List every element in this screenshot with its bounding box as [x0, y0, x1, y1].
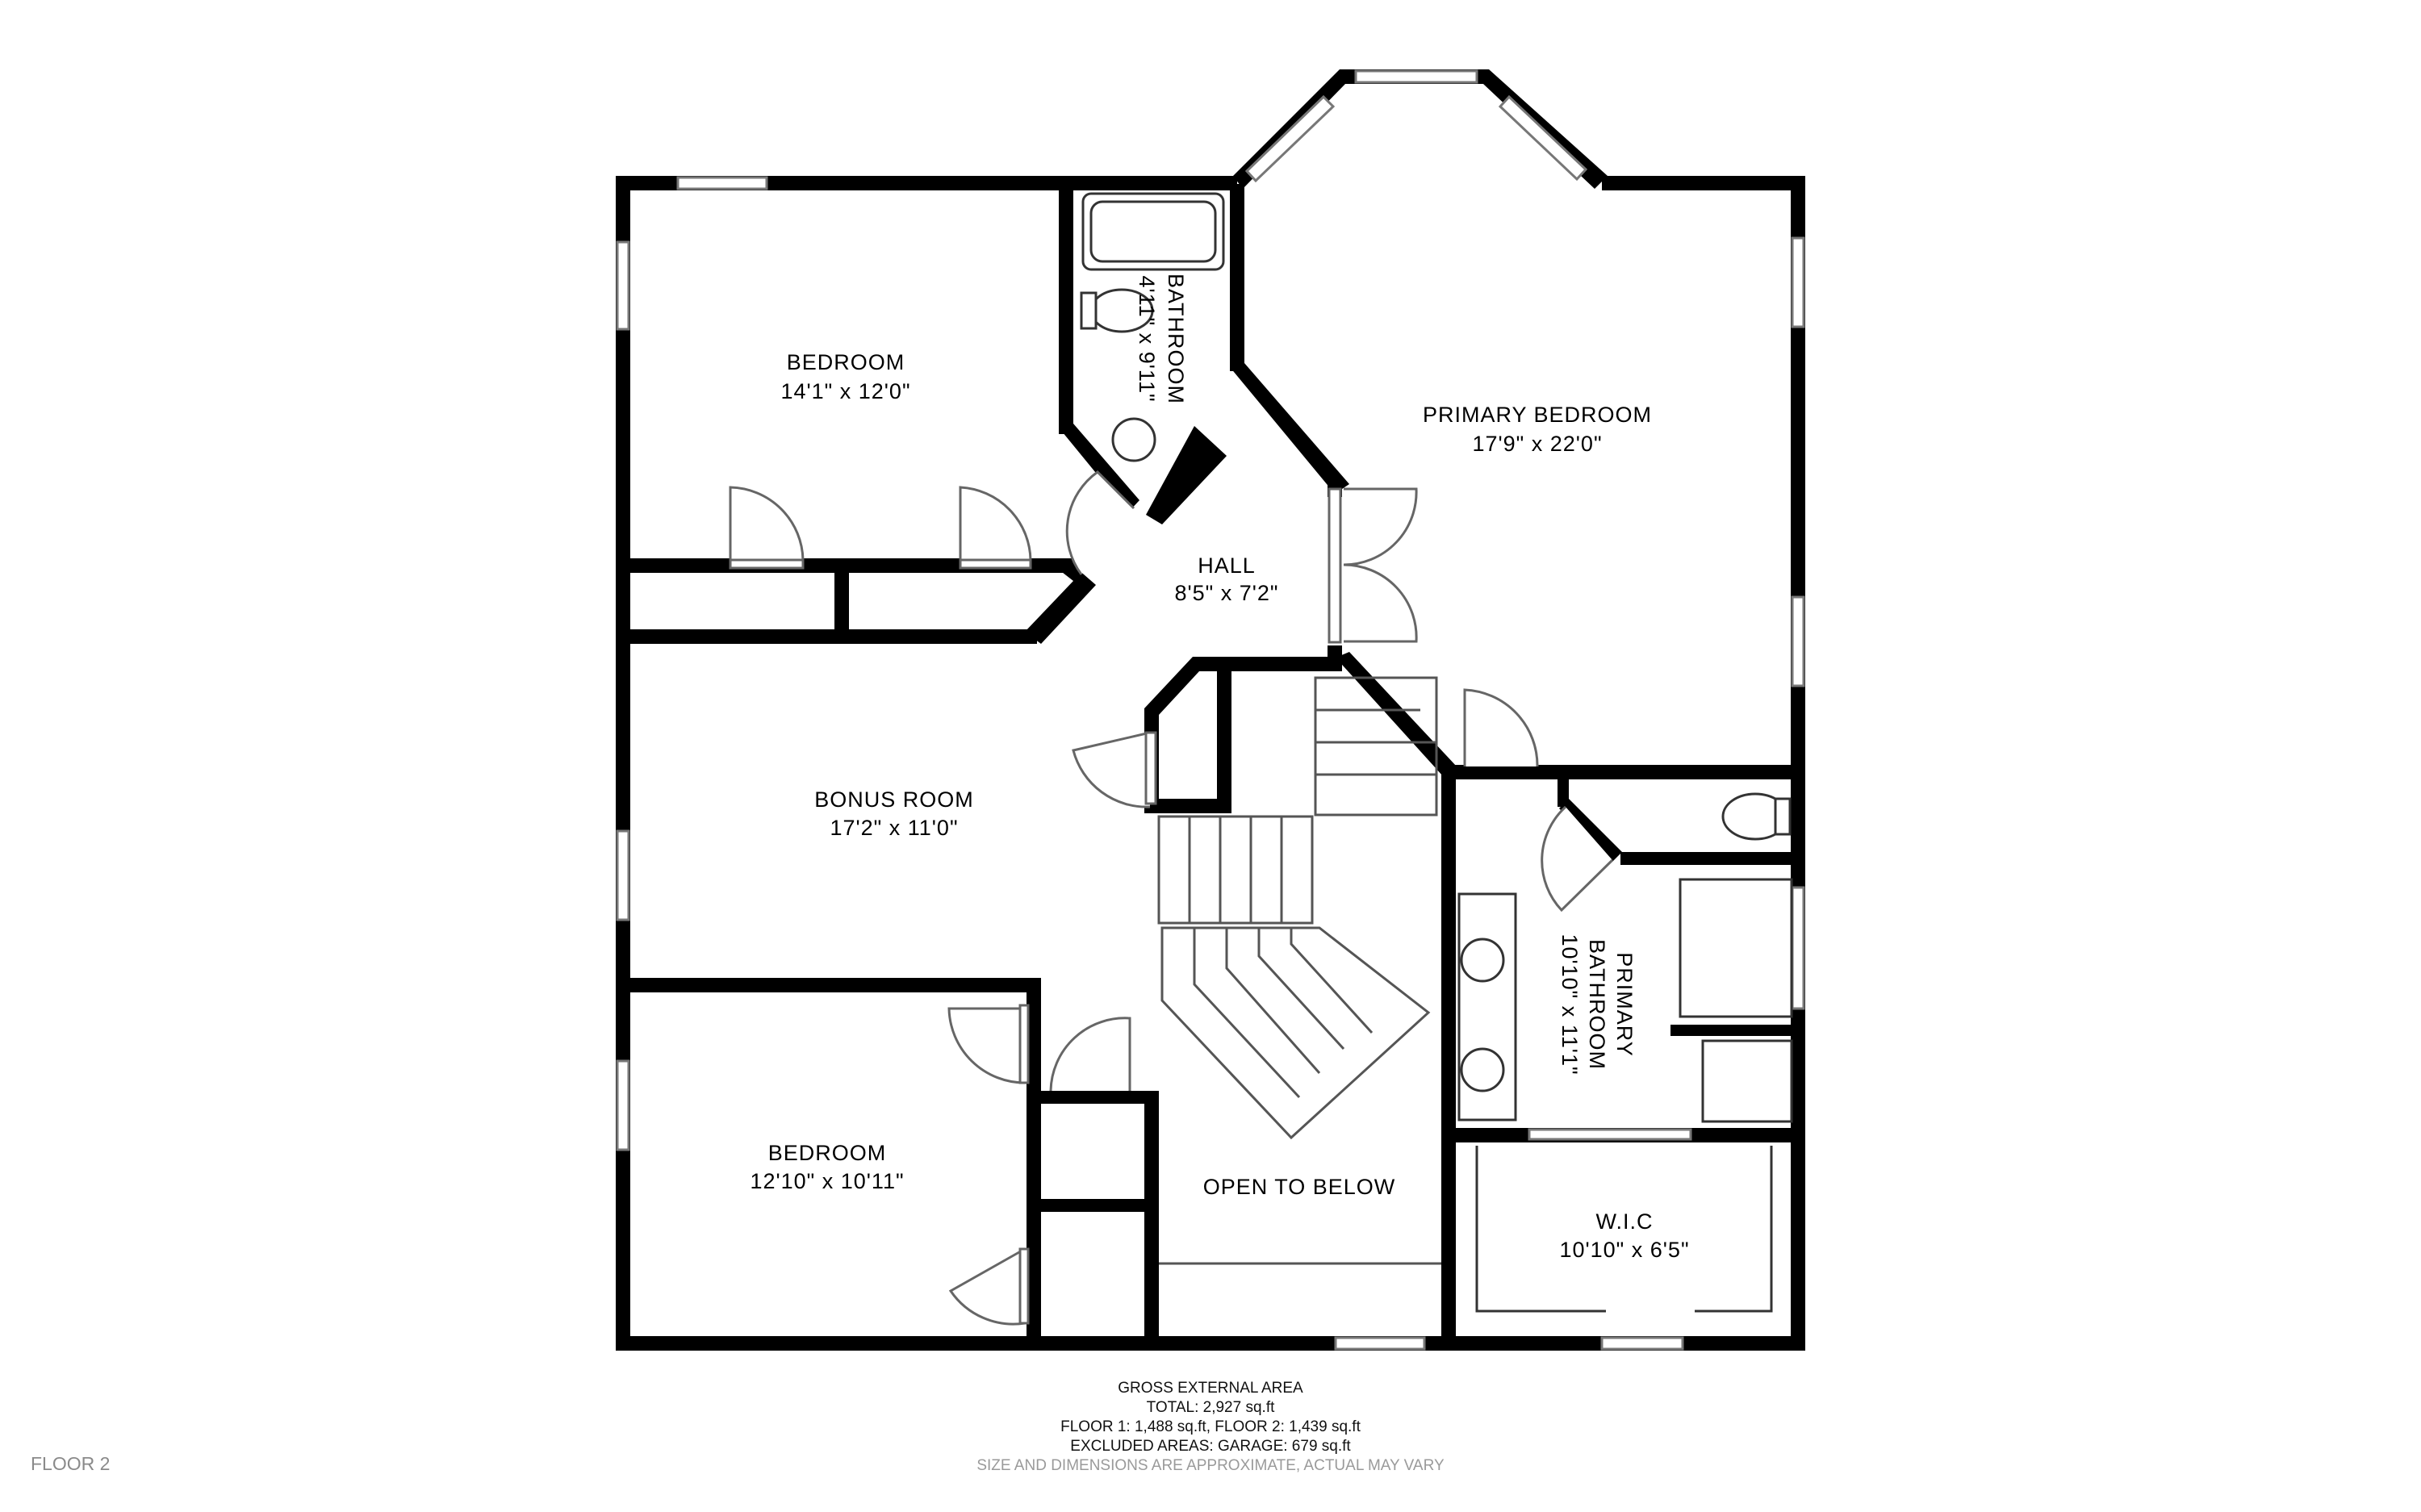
room-name-bedroom-1: BEDROOM: [787, 350, 905, 374]
area-heading: GROSS EXTERNAL AREA: [1118, 1380, 1303, 1397]
shower-icon: [1701, 1039, 1793, 1123]
window: [1244, 94, 1336, 183]
door-swing: [1065, 470, 1135, 575]
window: [616, 829, 630, 921]
sink-icon: [1460, 938, 1505, 983]
area-excluded: EXCLUDED AREAS: GARAGE: 679 sq.ft: [1070, 1438, 1351, 1455]
window: [1498, 94, 1588, 182]
door-swing: [1541, 805, 1614, 913]
window: [676, 176, 768, 190]
sink-icon: [1460, 1047, 1505, 1092]
room-dims-hall: 8'5" x 7'2": [1174, 581, 1278, 605]
window: [1791, 236, 1805, 328]
window: [1528, 1128, 1692, 1141]
room-name-wic: W.I.C: [1596, 1209, 1654, 1234]
room-dims-bedroom-1: 14'1" x 12'0": [780, 379, 910, 403]
stairs-icon: [1157, 676, 1441, 1265]
window: [616, 240, 630, 331]
room-name-hall: HALL: [1198, 553, 1256, 578]
door-swing: [948, 1247, 1026, 1326]
door-swing: [1463, 688, 1539, 767]
door-swing: [1049, 1017, 1131, 1092]
door-swing: [959, 486, 1032, 565]
sink-icon: [1111, 417, 1156, 462]
room-dims-wic: 10'10" x 6'5": [1559, 1238, 1689, 1262]
room-dims-primary-bathroom: 10'10" x 11'1": [1558, 934, 1582, 1075]
room-dims-bonus-room: 17'2" x 11'0": [830, 816, 958, 840]
door-swing: [729, 486, 805, 565]
area-floors: FLOOR 1: 1,488 sq.ft, FLOOR 2: 1,439 sq.…: [1060, 1418, 1361, 1435]
door-swing: [947, 1007, 1026, 1084]
room-labels: BEDROOM 14'1" x 12'0" BATHROOM 4'11" x 9…: [750, 274, 1689, 1262]
room-name-primary-bathroom-2: BATHROOM: [1585, 939, 1609, 1070]
door-swing: [1343, 487, 1418, 566]
window: [616, 1059, 630, 1151]
window: [1600, 1336, 1684, 1351]
room-dims-primary-bedroom: 17'9" x 22'0": [1472, 432, 1602, 456]
area-disclaimer: SIZE AND DIMENSIONS ARE APPROXIMATE, ACT…: [976, 1457, 1445, 1474]
room-dims-bedroom-2: 12'10" x 10'11": [750, 1169, 904, 1193]
room-name-bathroom: BATHROOM: [1164, 274, 1188, 404]
closet-rod: [1695, 1146, 1773, 1313]
window: [1791, 595, 1805, 687]
closet-rod: [1475, 1146, 1606, 1313]
room-name-bonus-room: BONUS ROOM: [814, 787, 974, 812]
fixtures: [1080, 192, 1793, 1313]
area-summary: GROSS EXTERNAL AREA TOTAL: 2,927 sq.ft F…: [976, 1380, 1445, 1474]
door-swing: [1072, 731, 1151, 808]
room-name-primary-bedroom: PRIMARY BEDROOM: [1423, 403, 1652, 427]
area-total: TOTAL: 2,927 sq.ft: [1147, 1399, 1275, 1416]
room-name-bedroom-2: BEDROOM: [768, 1141, 887, 1165]
doors: [729, 470, 1614, 1326]
window: [1334, 1336, 1426, 1351]
room-dims-bathroom: 4'11" x 9'11": [1135, 275, 1159, 402]
window: [1791, 886, 1805, 1010]
door-swing: [1343, 563, 1418, 643]
window: [1354, 69, 1478, 84]
room-name-open-to-below: OPEN TO BELOW: [1203, 1175, 1396, 1199]
floor-label: FLOOR 2: [31, 1453, 110, 1474]
room-name-primary-bathroom-1: PRIMARY: [1612, 952, 1637, 1057]
